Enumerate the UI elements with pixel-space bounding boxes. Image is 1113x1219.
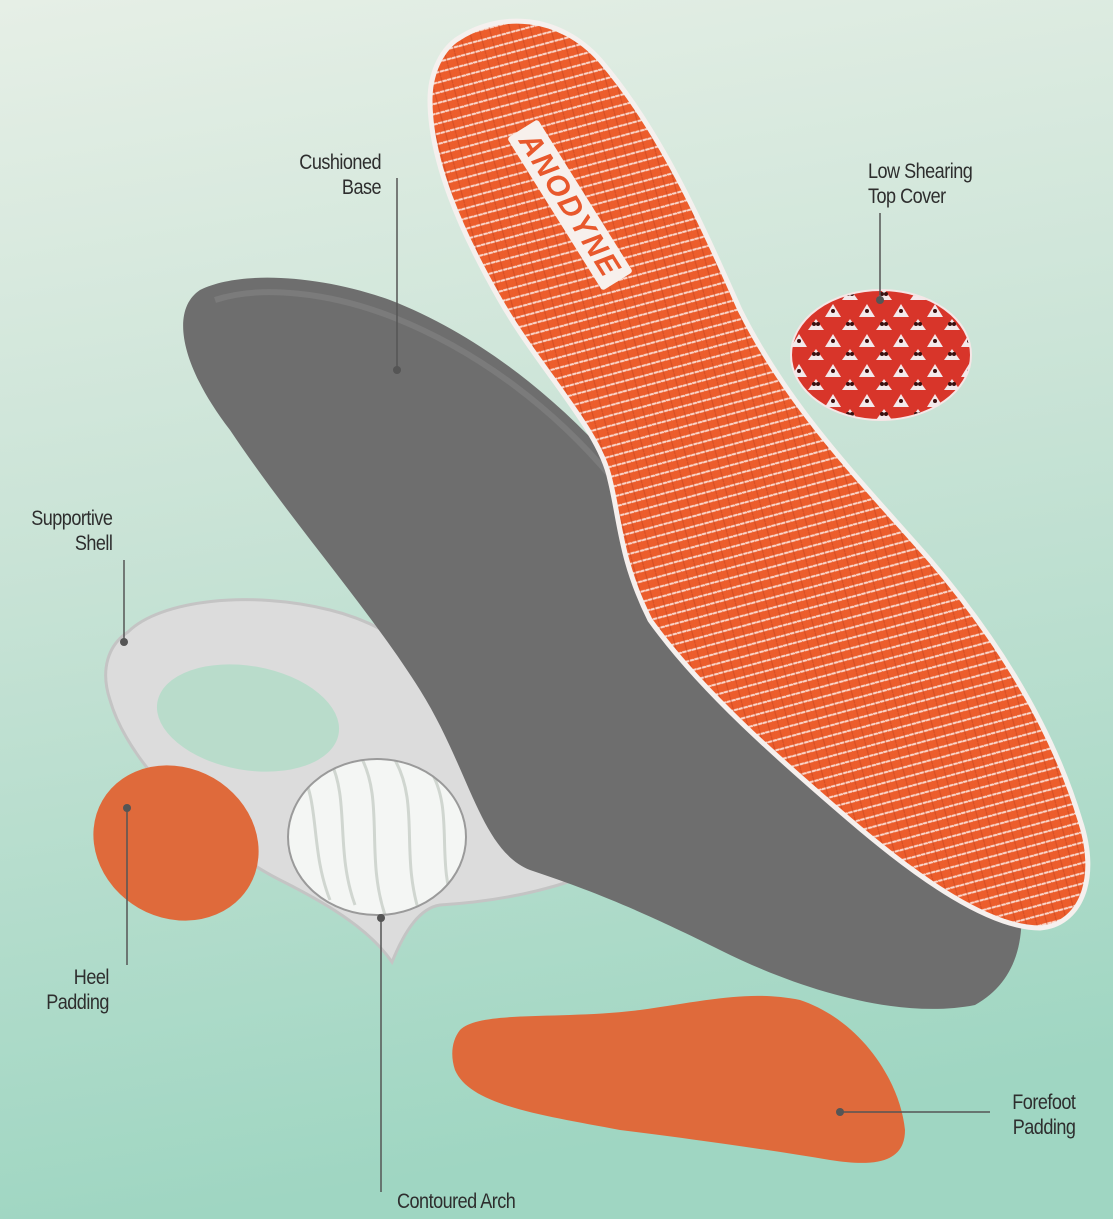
callout-forefoot-padding: Forefoot Padding	[1012, 1090, 1075, 1140]
callout-cushioned-base: Cushioned Base	[299, 150, 381, 200]
callout-contoured-arch: Contoured Arch	[397, 1189, 515, 1214]
callout-supportive-shell: Supportive Shell	[31, 506, 112, 556]
callout-top-cover: Low Shearing Top Cover	[868, 159, 972, 209]
callout-heel-padding: Heel Padding	[46, 965, 109, 1015]
